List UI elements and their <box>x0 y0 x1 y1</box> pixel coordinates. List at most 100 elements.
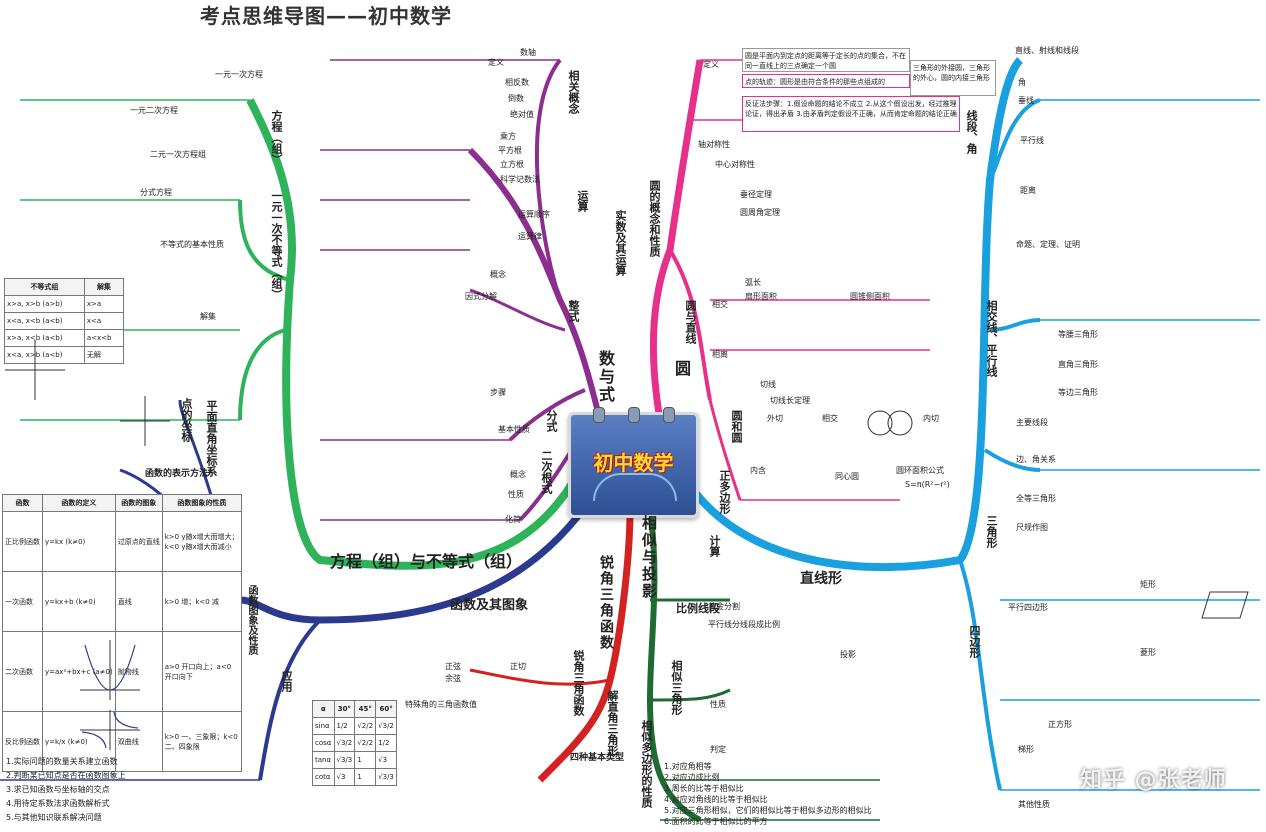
hyperbola-plot <box>80 710 140 750</box>
label-sqrt: 平方根 <box>498 146 522 155</box>
branch-equation-trunk <box>246 98 584 570</box>
function-table: 函数 函数的定义 函数的图象 函数图象的性质 正比例函数 y=kx (k≠0) … <box>2 494 243 772</box>
label-parallel: 平行线分线段成比例 <box>708 620 780 629</box>
label-parallelogram: 平行四边形 <box>1008 603 1048 612</box>
table-cell: 正比例函数 <box>2 511 43 572</box>
table-cell: a>0 开口向上；a<0 开口向下 <box>161 631 243 712</box>
number-line-plot <box>5 340 65 400</box>
label-ineq-basic: 不等式的基本性质 <box>160 240 224 249</box>
sub-circle-circle: 圆和圆 <box>730 410 743 443</box>
label-concept: 概念 <box>490 270 506 279</box>
table-row: 二次函数 y=ax²+bx+c (a≠0) 抛物线 a>0 开口向上；a<0 开… <box>2 631 243 712</box>
table-cell: cosα <box>312 734 335 752</box>
func-apply-note: 5.与其他知识联系解决问题 <box>6 813 102 822</box>
trig-table-header: 45° <box>354 700 377 718</box>
label-power: 乘方 <box>500 132 516 141</box>
label-other-prop: 其他性质 <box>1018 800 1050 809</box>
function-table-header: 函数 <box>2 494 43 512</box>
label-cos: 余弦 <box>445 674 461 683</box>
table-cell: x>a, x>b (a>b) <box>4 295 85 313</box>
func-apply-note: 1.实际问题的数量关系建立函数 <box>6 757 118 766</box>
page-title: 考点思维导图——初中数学 <box>200 4 452 28</box>
label-square: 正方形 <box>1048 720 1072 729</box>
branch-trig-trunk <box>537 509 634 783</box>
label-sim-prop: 性质 <box>710 700 726 709</box>
sim-poly-note: 2.对应边成比例 <box>664 773 720 782</box>
table-cell: √3/2 <box>375 717 397 735</box>
table-cell: x<a <box>83 312 125 330</box>
branch-title-lines: 直线形 <box>800 571 842 587</box>
label-prop-2: 性质 <box>508 490 524 499</box>
label-law: 运算律 <box>518 232 542 241</box>
table-cell: sinα <box>312 717 335 735</box>
label-secant: 相交 <box>712 300 728 309</box>
table-cell: cotα <box>312 768 335 786</box>
parallelogram-icon <box>1201 591 1249 619</box>
table-cell: y=kx+b (k≠0) <box>42 571 116 632</box>
table-row: x>a, x<b (a<b) a<x<b <box>4 329 125 347</box>
table-cell: a<x<b <box>83 329 125 347</box>
table-cell: x<a, x<b (a<b) <box>4 312 85 330</box>
label-cone: 圆锥侧面积 <box>850 292 890 301</box>
func-apply-note: 3.求已知函数与坐标轴的交点 <box>6 785 110 794</box>
label-tangent: 切线 <box>760 380 776 389</box>
label-angle: 角 <box>1018 78 1026 87</box>
ring-formula: S=π(R²−r²) <box>905 480 950 489</box>
branch-title-similar: 相似与投影 <box>640 515 658 600</box>
label-right-tri: 直角三角形 <box>1058 360 1098 369</box>
table-row: x>a, x>b (a>b) x>a <box>4 295 125 313</box>
table-cell: 抛物线 <box>114 631 163 712</box>
sub-eq: 方程（组） <box>270 110 283 165</box>
branch-title-trig: 锐角三角函数 <box>598 555 614 651</box>
sub-quad: 四边形 <box>968 625 981 658</box>
trig-table: α 30° 45° 60° sinα 1/2 √2/2 √3/2 cosα √3… <box>312 700 397 786</box>
label-order: 运算顺序 <box>518 210 550 219</box>
branch-number-sub3 <box>508 388 586 442</box>
table-cell: √2/2 <box>354 717 377 735</box>
circle-definition-box: 圆是平面内到定点的距离等于定长的点的集合，不在同一直线上的三点确定一个圆 <box>742 48 910 72</box>
sim-poly-note: 5.对应三角形相似，它们的相似比等于相似多边形的相似比 <box>664 806 872 815</box>
table-cell: k>0 y随x增大而增大；k<0 y随x增大而减小 <box>161 511 243 572</box>
table-row: sinα 1/2 √2/2 √3/2 <box>312 717 397 735</box>
label-steps: 步骤 <box>490 388 506 397</box>
ineq-table-header: 不等式组 <box>4 278 85 296</box>
label-fractional: 分式方程 <box>140 188 172 197</box>
sub-basic-types: 四种基本类型 <box>570 753 625 763</box>
label-tan: 正切 <box>510 662 526 671</box>
sub-ineq: 一元一次不等式（组） <box>270 190 283 300</box>
label-one-var: 一元一次方程 <box>215 70 263 79</box>
trig-table-header: 30° <box>333 700 356 718</box>
table-cell: k>0 一、三象限；k<0 二、四象限 <box>161 711 243 772</box>
sim-poly-note: 6.面积的比等于相似比的平方 <box>664 817 768 826</box>
table-cell: 1 <box>354 751 377 769</box>
ring-icon <box>627 407 640 423</box>
label-ring-area: 圆环面积公式 <box>896 466 944 475</box>
label-sides-angles: 边、角关系 <box>1016 455 1056 464</box>
contradiction-box: 反证法步骤：1.假设命题的结论不成立 2.从这个假设出发，经过推理论证，得出矛盾… <box>742 96 960 132</box>
ring-icon <box>662 407 675 423</box>
label-numaxis: 数轴 <box>520 48 536 57</box>
branch-title-function: 函数及其图象 <box>450 598 529 613</box>
table-row: 一次函数 y=kx+b (k≠0) 直线 k>0 增；k<0 减 <box>2 571 243 632</box>
sub-calc: 计算 <box>708 535 721 557</box>
label-concept-2: 概念 <box>510 470 526 479</box>
label-major-seg: 主要线段 <box>1016 418 1048 427</box>
label-internal: 内切 <box>923 414 939 423</box>
sim-poly-note: 3.周长的比等于相似比 <box>664 784 744 793</box>
table-cell: k>0 增；k<0 减 <box>161 571 243 632</box>
table-cell: tanα <box>312 751 335 769</box>
label-two-var: 二元一次方程组 <box>150 150 206 159</box>
sub-solve-rt: 解直角三角形 <box>606 690 619 756</box>
label-distance: 距离 <box>1020 186 1036 195</box>
table-cell: 过原点的直线 <box>114 511 163 572</box>
label-basic-prop: 基本性质 <box>498 425 530 434</box>
label-special: 特殊角的三角函数值 <box>405 700 477 709</box>
label-abs: 绝对值 <box>510 110 534 119</box>
table-cell: 反比例函数 <box>2 711 43 772</box>
sub-factor: 分式 <box>545 410 558 432</box>
table-cell: √2/2 <box>354 734 377 752</box>
label-perp-chord: 垂径定理 <box>740 190 772 199</box>
label-perp: 垂线 <box>1018 96 1034 105</box>
center-label: 初中数学 <box>593 451 674 475</box>
sub-triangle: 三角形 <box>985 515 998 548</box>
